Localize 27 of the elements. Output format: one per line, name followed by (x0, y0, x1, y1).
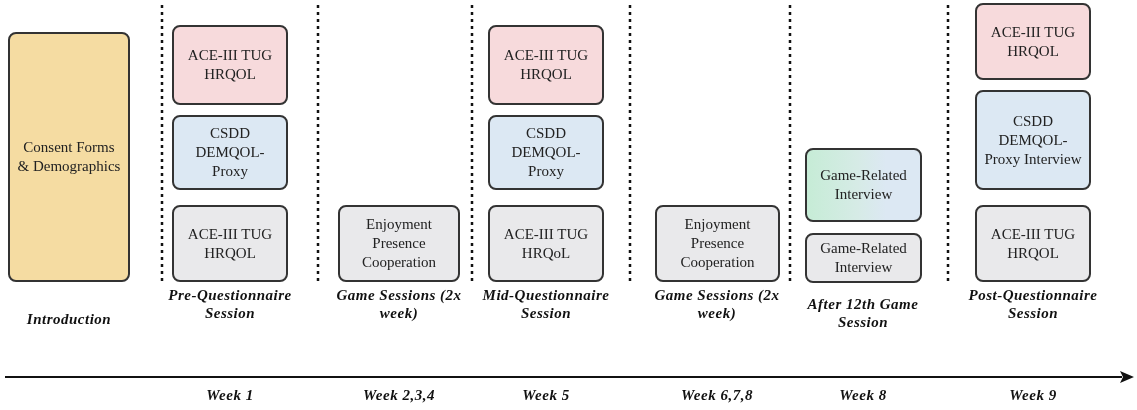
step-box: ACE-III TUG HRQOL (975, 3, 1091, 80)
phase-label: After 12th Game Session (806, 295, 920, 331)
step-box: ACE-III TUG HRQOL (975, 205, 1091, 282)
phase-label: Introduction (25, 310, 113, 328)
step-box: ACE-III TUG HRQoL (488, 205, 604, 282)
step-box: CSDD DEMQOL-Proxy (488, 115, 604, 190)
step-box: CSDD DEMQOL-Proxy Interview (975, 90, 1091, 190)
step-box: Game-Related Interview (805, 148, 922, 222)
step-box: ACE-III TUG HRQOL (172, 25, 288, 105)
phase-label: Post-Questionnaire Session (967, 286, 1099, 322)
step-box: Game-Related Interview (805, 233, 922, 283)
step-box: Enjoyment Presence Cooperation (655, 205, 780, 282)
week-label: Week 6,7,8 (680, 386, 754, 404)
phase-label: Mid-Questionnaire Session (481, 286, 611, 322)
phase-label: Game Sessions (2x week) (335, 286, 463, 322)
step-box: ACE-III TUG HRQOL (488, 25, 604, 105)
phase-label: Game Sessions (2x week) (653, 286, 781, 322)
week-label: Week 9 (1008, 386, 1058, 404)
step-box: CSDD DEMQOL-Proxy (172, 115, 288, 190)
step-box: Enjoyment Presence Cooperation (338, 205, 460, 282)
week-label: Week 8 (838, 386, 888, 404)
week-label: Week 2,3,4 (362, 386, 436, 404)
step-box: Consent Forms & Demographics (8, 32, 130, 282)
phase-label: Pre-Questionnaire Session (167, 286, 293, 322)
step-box: ACE-III TUG HRQOL (172, 205, 288, 282)
week-label: Week 1 (205, 386, 255, 404)
week-label: Week 5 (521, 386, 571, 404)
